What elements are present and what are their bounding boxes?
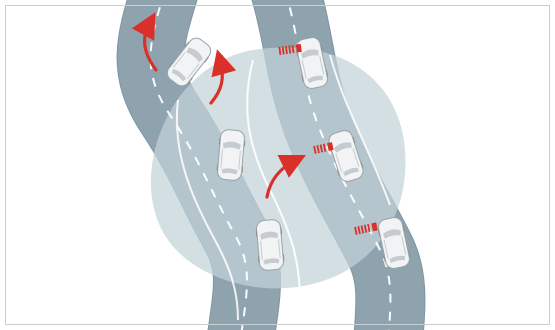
car-rear-window xyxy=(221,168,238,175)
turn-signal-lamp xyxy=(295,43,302,53)
car-rear-window xyxy=(389,255,405,264)
turn-signal-bar xyxy=(288,45,292,54)
car-body xyxy=(217,129,245,181)
car-windshield xyxy=(222,141,241,150)
turn-signal-lamp xyxy=(327,142,334,151)
turn-signal-icon xyxy=(354,222,378,235)
car xyxy=(216,129,246,181)
turn-signal-bar xyxy=(313,145,317,154)
turn-signal-icon xyxy=(278,43,302,55)
turn-signals xyxy=(278,43,378,235)
car-body xyxy=(296,37,328,89)
turn-signal-bar xyxy=(360,225,365,234)
car-side-line xyxy=(319,56,325,75)
lane-boundary-line xyxy=(329,54,391,206)
car-rear-window xyxy=(343,167,359,177)
lane-change-arrow-icon xyxy=(209,49,237,105)
turn-signal-bar xyxy=(281,46,285,55)
car-body xyxy=(378,217,410,269)
car xyxy=(328,130,364,182)
turn-signal-bar xyxy=(363,224,368,233)
lane-change-arrows xyxy=(131,12,307,199)
car-rear-window xyxy=(307,75,323,84)
car-side-line xyxy=(187,63,200,79)
car-side-line xyxy=(172,52,186,68)
car-windshield xyxy=(186,47,203,63)
car-side-line xyxy=(238,150,241,170)
car-windshield xyxy=(334,142,352,153)
lane-boundary-line xyxy=(175,99,239,321)
car-side-line xyxy=(301,59,307,79)
car-windshield xyxy=(382,229,401,239)
turn-signal-bar xyxy=(316,145,320,154)
car-side-line xyxy=(220,149,223,169)
car-windshield xyxy=(300,49,319,59)
car-side-line xyxy=(278,239,281,259)
car xyxy=(166,37,212,87)
car-side-line xyxy=(260,240,263,260)
turn-signal-bar xyxy=(354,226,358,235)
car xyxy=(255,219,285,271)
turn-signal-bar xyxy=(291,44,295,54)
car-rear-window xyxy=(171,68,187,82)
car-side-line xyxy=(401,236,407,255)
turn-signal-bar xyxy=(367,223,371,233)
lane-change-arrow-icon xyxy=(265,154,307,199)
turn-signal-bar xyxy=(319,144,324,153)
car-body xyxy=(256,219,284,271)
car-windshield xyxy=(260,231,279,240)
car-side-line xyxy=(335,153,343,173)
lane-change-arrow-icon xyxy=(131,12,158,72)
car-rear-window xyxy=(263,258,280,265)
car-side-line xyxy=(352,148,360,167)
car xyxy=(378,217,411,269)
turn-signal-bar xyxy=(322,143,327,152)
turn-signal-bar xyxy=(284,45,288,55)
car-side-line xyxy=(383,239,389,259)
turn-signal-bar xyxy=(278,46,282,55)
turn-signal-bar xyxy=(357,226,361,235)
turn-signal-lamp xyxy=(371,222,378,232)
turn-signal-icon xyxy=(313,142,334,154)
